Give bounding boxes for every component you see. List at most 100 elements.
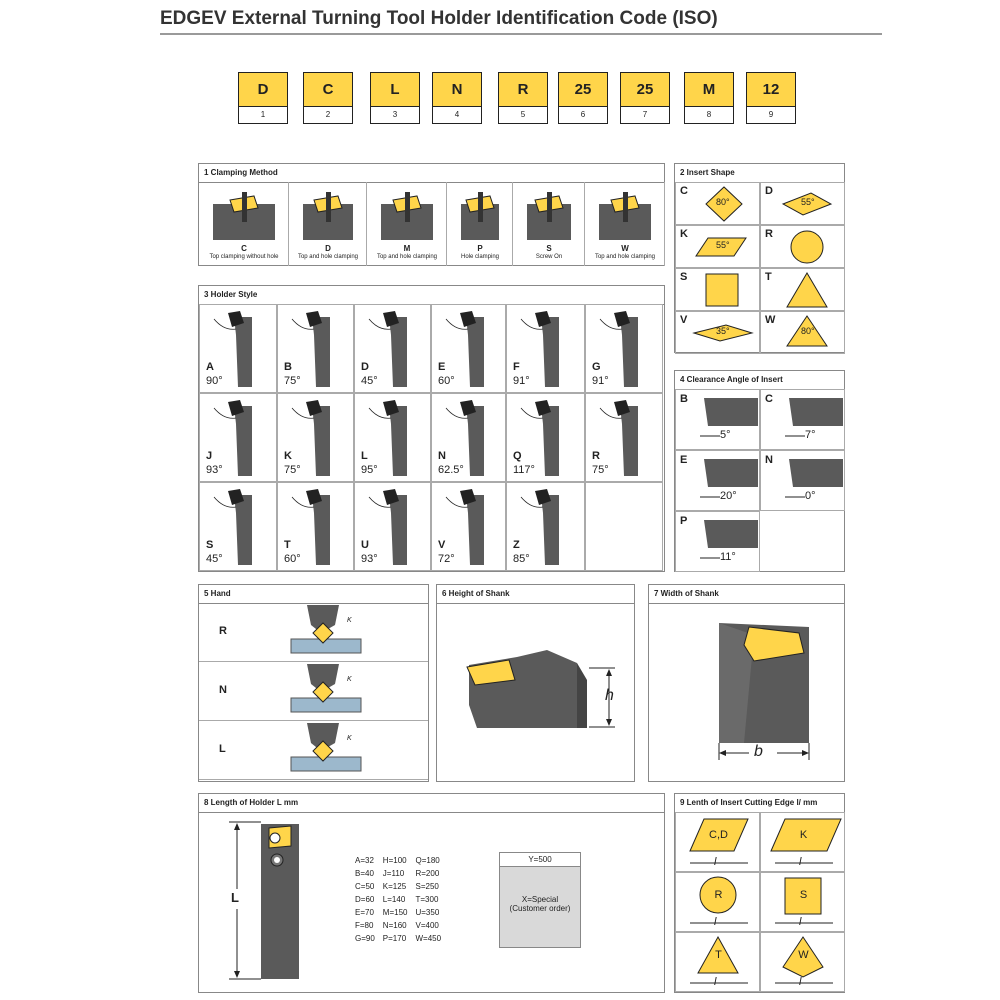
clamping-code: S [546,244,552,253]
holder-style-angle: 72° [438,553,455,565]
width-symbol: b [754,743,763,760]
kr-symbol: K [347,735,352,742]
holder-style-code: J [206,450,213,462]
clamping-diagram [213,192,275,240]
clamping-description: Top and hole clamping [297,254,359,260]
length-code: S=250 [415,882,439,891]
clearance-code: N [765,454,773,466]
holder-style-angle: 75° [592,464,609,476]
shape-angle: 55° [716,240,730,250]
length-code: Q=180 [415,856,440,865]
clearance-option-n: N 0° [760,450,845,511]
panel-title: 4 Clearance Angle of Insert [675,371,844,390]
width-of-shank-diagram [718,623,810,760]
holder-style-diagram [520,311,559,387]
height-of-shank-diagram [466,650,615,728]
code-position: 9 [768,110,774,119]
holder-style-angle: 60° [284,553,301,565]
edge-length-symbol: l [799,916,802,928]
panel-title: 2 Insert Shape [675,164,844,183]
code-letter: 25 [621,73,669,107]
clearance-diagram [700,398,758,437]
hand-diagram [290,664,362,713]
clamping-code: D [325,244,331,253]
holder-style-code: T [284,539,291,551]
length-code: P=170 [382,934,407,943]
edge-code: C,D [709,829,728,841]
clamping-code: C [241,244,247,253]
clamping-diagram [599,192,651,240]
insert-shape-icon [692,324,754,342]
panel-title: 5 Hand [199,585,428,604]
shape-code: V [680,314,688,326]
clamping-description: Hole clamping [460,254,500,260]
edge-code: K [799,829,808,841]
hand-diagram [290,723,362,772]
length-code: J=110 [382,869,405,878]
shape-code: C [680,185,688,197]
clearance-code: B [680,393,688,405]
holder-style-angle: 75° [284,464,301,476]
holder-style-code: L [361,450,368,462]
shape-code: D [765,185,773,197]
holder-style-code: E [438,361,446,373]
edge-length-symbol: l [799,976,802,988]
clearance-code: P [680,515,688,527]
hand-code: N [219,684,227,696]
height-of-shank-panel: 6 Height of Shank h [436,584,635,782]
holder-style-code: Q [513,450,522,462]
shape-angle: 35° [716,326,730,336]
clearance-angle: 7° [805,429,816,441]
clearance-angle: 20° [720,490,737,502]
length-code: T=300 [415,895,439,904]
clearance-angle: 5° [720,429,731,441]
clearance-code: E [680,454,688,466]
clearance-diagram [785,459,843,498]
insert-shape-icon [786,272,828,308]
holder-style-angle: 60° [438,375,455,387]
page-title: EDGEV External Turning Tool Holder Ident… [160,8,718,29]
length-code: C=50 [355,882,375,891]
holder-style-diagram [445,311,484,387]
shape-code: W [765,314,776,326]
edge-code: S [799,889,808,901]
holder-style-code: D [361,361,369,373]
shape-angle: 80° [716,197,730,207]
length-code: L=140 [382,895,406,904]
holder-length-diagram [229,821,299,980]
code-letter: C [304,73,352,107]
panel-title: 1 Clamping Method [199,164,664,183]
clamping-description: Top clamping without hole [209,254,279,260]
empty-cell [585,482,663,571]
holder-style-diagram [291,489,330,565]
holder-style-diagram [599,311,638,387]
length-code: W=450 [415,934,442,943]
clearance-angle: 0° [805,490,816,502]
insert-shape-icon [781,192,833,216]
clearance-code: C [765,393,773,405]
holder-style-diagram [213,489,252,565]
code-position: 8 [706,110,712,119]
holder-style-code: S [206,539,214,551]
holder-style-e: E 60° [431,304,506,393]
